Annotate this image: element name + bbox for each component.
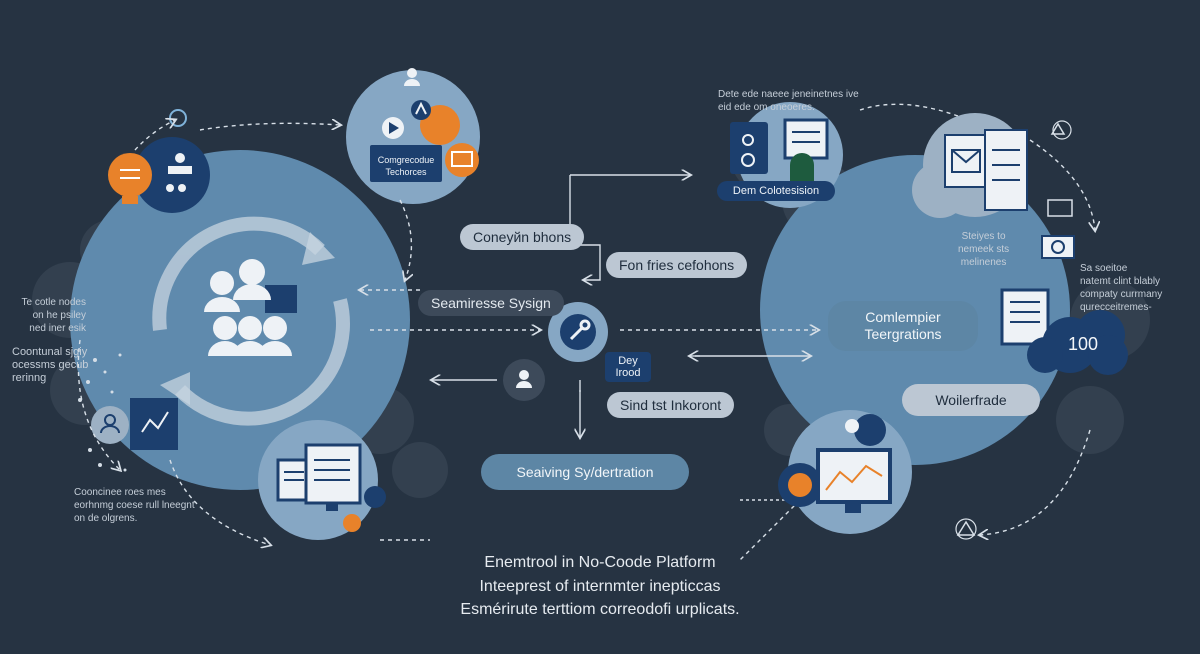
caption-line-3: Esmérirute terttiom correodofi urplicats… [460,601,740,618]
label-comlempier: Comlempier Teergrations [828,301,978,351]
dashed-connectors [77,103,1095,561]
label-conway: Conеyйn bhons [460,224,585,250]
note-top-center: Dete ede naeee jeneinetnes ive eid ede o… [718,89,859,113]
connectors [432,175,810,437]
warning-icon [788,473,812,497]
label-sind: Sind tst Inkoront [607,392,735,418]
money-icon [420,105,479,177]
user-icon-small [404,68,420,86]
label-compo: Comgrecodue Techorces [377,155,435,177]
dots-scatter [78,353,127,472]
checklist-icon [1000,288,1050,346]
label-workerfrade: Woilerfrade [902,384,1040,416]
laptop-icon [783,118,829,160]
lightbulb-icon [108,153,152,204]
people-group-icon [204,259,297,356]
note-right-mid: Steiyes to nemeek sts melinenes [958,231,1010,268]
caption-line-1: Enemtrool in No-Coode Platform [484,554,716,571]
label-dem: Dem Colotesision [717,181,835,201]
settings-icon [169,109,187,127]
label-serving: Seaiving Sy/dertration [481,454,689,490]
label-seamless: Seamiresse Sysign [418,290,564,316]
cloud-value: 100 [1068,334,1099,354]
caption-line-2: Inteeprest of internmter inepticcas [479,578,721,595]
line-chart-monitor-icon [816,448,892,504]
org-chart-node [134,137,210,213]
org-chart-icon [166,153,192,192]
note-right-side: Sa soeitoe natemt clint blably compaty c… [1080,263,1163,313]
cursor-icon [790,153,814,190]
wrench-icon [569,319,591,341]
document-icon [276,443,362,511]
user-card-icon [100,414,120,434]
note-left-top: Te cotle nodes on he psiley ned iner esi… [21,297,87,334]
triangle-icon [1050,122,1066,135]
coin-icon [343,514,361,532]
user-icon [516,370,532,388]
monitor-icon [1047,199,1073,217]
label-fonfries: Fon fries cefohons [606,252,748,278]
note-left-bottom: Cooncinee roes mes eorhnmg coese rull ln… [74,487,195,524]
refresh-cycle-icon [152,216,350,426]
cloud-icon [1027,310,1128,375]
label-dev: Dey Irood [605,352,651,382]
note-left-mid: Coontunal sjgiy ocessms gecub rerinng [12,346,89,384]
camera-icon [1041,235,1075,259]
top-left-node-circle [346,70,480,204]
id-card-icon [730,122,768,174]
